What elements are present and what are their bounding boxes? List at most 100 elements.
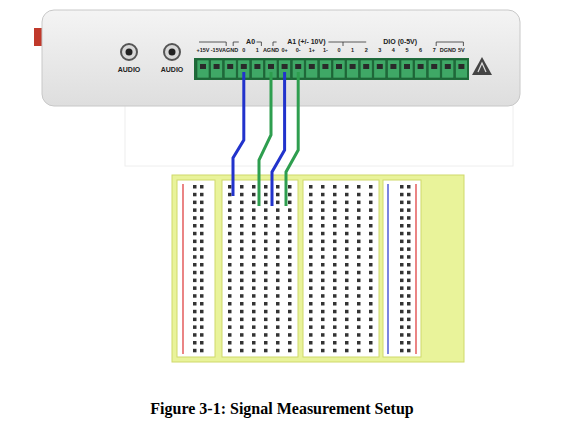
hole [252,279,256,283]
hole [264,271,268,275]
terminal-pins [197,60,467,78]
terminal-screw [431,64,437,69]
hole [369,302,373,306]
pin-label: 5 [405,48,408,54]
pin-label: 4 [392,48,395,54]
hole [321,185,325,189]
hole [252,271,256,275]
hole [193,185,197,189]
hole [333,201,337,205]
hole [276,201,280,205]
hole [333,310,337,314]
hole [333,255,337,259]
hole [400,240,404,244]
pin-label: 7 [433,48,436,54]
terminal-screw [363,64,369,69]
hole [240,240,244,244]
hole [407,247,411,251]
hole [240,216,244,220]
hole [400,263,404,267]
hole [252,341,256,345]
hole [264,279,268,283]
hole [400,216,404,220]
hole [288,193,292,197]
hole [407,224,411,228]
hole [333,341,337,345]
hole [357,247,361,251]
terminal-screw [254,64,260,69]
hole [193,286,197,290]
terminal-screw [445,64,451,69]
pin-label: DGND [440,48,456,54]
hole [228,294,232,298]
hole [321,325,325,329]
pin-label: 5V [458,48,465,54]
hole [345,349,349,353]
hole [252,201,256,205]
hole [276,216,280,220]
hole [407,201,411,205]
terminal-screw [227,64,233,69]
hole [345,310,349,314]
hole [288,263,292,267]
hole [228,232,232,236]
audio-jack-hole [126,49,133,56]
hole [369,224,373,228]
hole [276,333,280,337]
hole [240,333,244,337]
hole [193,279,197,283]
hole [276,232,280,236]
hole [276,349,280,353]
hole [357,208,361,212]
hole [200,341,204,345]
bracket-line [273,42,277,43]
hole [228,310,232,314]
hole [345,333,349,337]
hole [200,325,204,329]
hole [333,302,337,306]
hole [345,208,349,212]
hole [321,263,325,267]
hole [333,349,337,353]
hole [407,255,411,259]
hole [240,255,244,259]
hole [288,302,292,306]
hole [200,224,204,228]
hole [309,271,313,275]
hole [357,310,361,314]
terminal [333,60,345,78]
hole [240,349,244,353]
terminal-screw [336,64,342,69]
hole [276,271,280,275]
pin-label: 2 [365,48,368,54]
hole [252,333,256,337]
hole [321,247,325,251]
hole [333,325,337,329]
hole [333,208,337,212]
hole [200,240,204,244]
hole [193,224,197,228]
device-panel [125,100,513,166]
breadboard-holes [177,180,421,357]
hole [228,247,232,251]
hole [309,247,313,251]
hole [309,279,313,283]
hole [407,310,411,314]
hole [407,208,411,212]
hole [276,224,280,228]
hole [276,341,280,345]
hole [288,247,292,251]
hole [200,247,204,251]
bracket-tick [436,42,437,46]
hole [309,201,313,205]
hole [193,232,197,236]
hole [252,263,256,267]
jumper-wires [233,72,298,206]
hole [321,310,325,314]
hole [309,341,313,345]
hole [276,302,280,306]
hole [288,294,292,298]
pin-label: +15V [197,48,210,54]
hole [400,224,404,228]
